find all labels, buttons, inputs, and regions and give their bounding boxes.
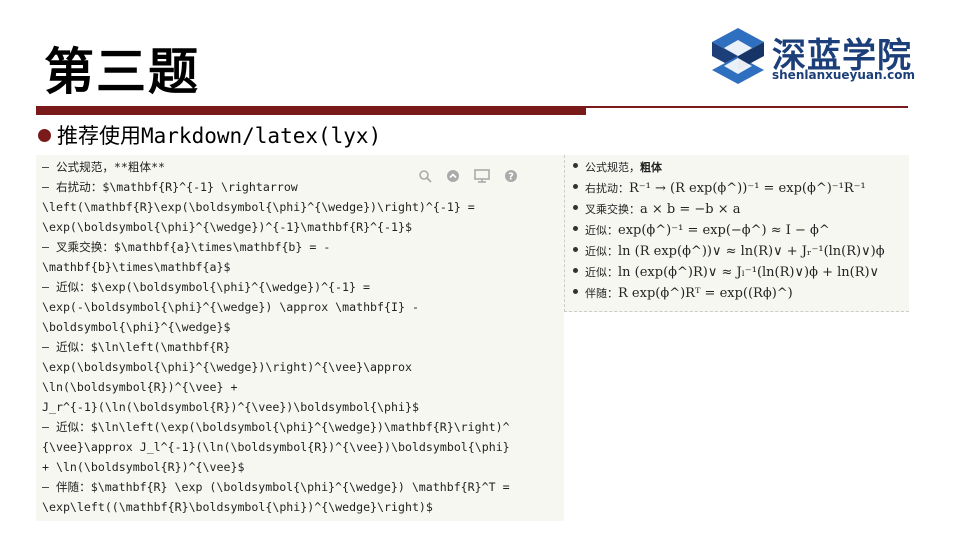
code-line: + \ln(\boldsymbol{R})^{\vee}$: [42, 460, 245, 474]
logo: 深蓝学院 shenlanxueyuan.com: [708, 24, 918, 90]
list-item: 近似：ln (R exp(ϕ^))∨ ≈ ln(R)∨ + Jᵣ⁻¹(ln(R)…: [573, 241, 885, 262]
code-line: \left(\mathbf{R}\exp(\boldsymbol{\phi}^{…: [42, 200, 475, 214]
markdown-editor[interactable]: – 公式规范，**粗体** – 右扰动：$\mathbf{R}^{-1} \rig…: [36, 155, 564, 521]
item-label: 公式规范，: [585, 161, 640, 174]
list-item: 近似：exp(ϕ^)⁻¹ = exp(−ϕ^) ≈ I − ϕ^: [573, 220, 885, 241]
arrow-up-icon[interactable]: [446, 169, 460, 183]
bullet-text: 推荐使用Markdown/latex(lyx): [57, 124, 382, 148]
slide-title: 第三题: [44, 43, 200, 101]
logo-mark-icon: [712, 28, 764, 84]
bullet-dot-icon: [573, 205, 578, 210]
item-math: ln (exp(ϕ^)R)∨ ≈ Jₗ⁻¹(ln(R)∨)ϕ + ln(R)∨: [618, 265, 880, 280]
bullet-dot-icon: [573, 184, 578, 189]
code-line: J_r^{-1}(\ln(\boldsymbol{R})^{\vee})\bol…: [42, 400, 419, 414]
logo-name: 深蓝学院: [772, 36, 912, 76]
help-icon[interactable]: ?: [504, 169, 518, 183]
item-math: a × b = −b × a: [640, 202, 741, 217]
code-line: \exp(\boldsymbol{\phi}^{\wedge})^{-1}\ma…: [42, 220, 412, 234]
list-item: 伴随：R exp(ϕ^)Rᵀ = exp((Rϕ)^): [573, 283, 885, 304]
item-label: 右扰动：: [585, 182, 629, 195]
code-line: \boldsymbol{\phi}^{\wedge}$: [42, 320, 231, 334]
code-line: – 叉乘交换：$\mathbf{a}\times\mathbf{b} = -: [42, 240, 331, 254]
editor-toolbar: ?: [418, 169, 518, 183]
list-item: 近似：ln (exp(ϕ^)R)∨ ≈ Jₗ⁻¹(ln(R)∨)ϕ + ln(R…: [573, 262, 885, 283]
bullet-dot-icon: [573, 247, 578, 252]
item-math: R⁻¹ → (R exp(ϕ^))⁻¹ = exp(ϕ^)⁻¹R⁻¹: [629, 181, 866, 196]
item-label: 近似：: [585, 245, 618, 258]
code-line: – 近似：$\exp(\boldsymbol{\phi}^{\wedge})^{…: [42, 280, 370, 294]
code-line: \exp(\boldsymbol{\phi}^{\wedge})\right)^…: [42, 360, 412, 374]
search-icon[interactable]: [418, 169, 432, 183]
code-line: – 近似：$\ln\left(\exp(\boldsymbol{\phi}^{\…: [42, 420, 510, 434]
item-label: 叉乘交换：: [585, 203, 640, 216]
list-item: 叉乘交换：a × b = −b × a: [573, 199, 885, 220]
bullet-dot-icon: [573, 163, 578, 168]
bullet-dot-icon: [573, 289, 578, 294]
code-line: \exp(-\boldsymbol{\phi}^{\wedge}) \appro…: [42, 300, 419, 314]
list-item: 右扰动：R⁻¹ → (R exp(ϕ^))⁻¹ = exp(ϕ^)⁻¹R⁻¹: [573, 178, 885, 199]
bullet-point: 推荐使用Markdown/latex(lyx): [38, 120, 381, 150]
title-divider: [36, 106, 586, 115]
code-line: {\vee}\approx J_l^{-1}(\ln(\boldsymbol{R…: [42, 440, 510, 454]
item-label: 伴随：: [585, 287, 618, 300]
logo-url: shenlanxueyuan.com: [772, 68, 915, 82]
item-math: R exp(ϕ^)Rᵀ = exp((Rϕ)^): [618, 286, 793, 301]
code-line: – 公式规范，**粗体**: [42, 160, 166, 174]
title-divider-thin: [586, 106, 908, 108]
list-item: 公式规范，粗体: [573, 157, 885, 178]
code-line: – 伴随：$\mathbf{R} \exp (\boldsymbol{\phi}…: [42, 480, 510, 494]
svg-text:?: ?: [508, 172, 514, 183]
code-line: \ln(\boldsymbol{R})^{\vee} +: [42, 380, 238, 394]
markdown-preview: 公式规范，粗体 右扰动：R⁻¹ → (R exp(ϕ^))⁻¹ = exp(ϕ^…: [564, 155, 909, 312]
code-line: – 右扰动：$\mathbf{R}^{-1} \rightarrow: [42, 180, 298, 194]
bullet-dot-icon: [573, 226, 578, 231]
item-bold: 粗体: [640, 161, 662, 174]
code-line: \mathbf{b}\times\mathbf{a}$: [42, 260, 231, 274]
code-line: \exp\left((\mathbf{R}\boldsymbol{\phi})^…: [42, 500, 433, 514]
editor-code[interactable]: – 公式规范，**粗体** – 右扰动：$\mathbf{R}^{-1} \rig…: [42, 157, 510, 517]
monitor-icon[interactable]: [474, 169, 490, 183]
code-line: – 近似：$\ln\left(\mathbf{R}: [42, 340, 231, 354]
bullet-dot-icon: [573, 268, 578, 273]
preview-list: 公式规范，粗体 右扰动：R⁻¹ → (R exp(ϕ^))⁻¹ = exp(ϕ^…: [573, 157, 885, 304]
item-label: 近似：: [585, 266, 618, 279]
bullet-dot-icon: [38, 129, 51, 142]
item-math: exp(ϕ^)⁻¹ = exp(−ϕ^) ≈ I − ϕ^: [618, 223, 830, 238]
item-math: ln (R exp(ϕ^))∨ ≈ ln(R)∨ + Jᵣ⁻¹(ln(R)∨)ϕ: [618, 244, 885, 259]
item-label: 近似：: [585, 224, 618, 237]
